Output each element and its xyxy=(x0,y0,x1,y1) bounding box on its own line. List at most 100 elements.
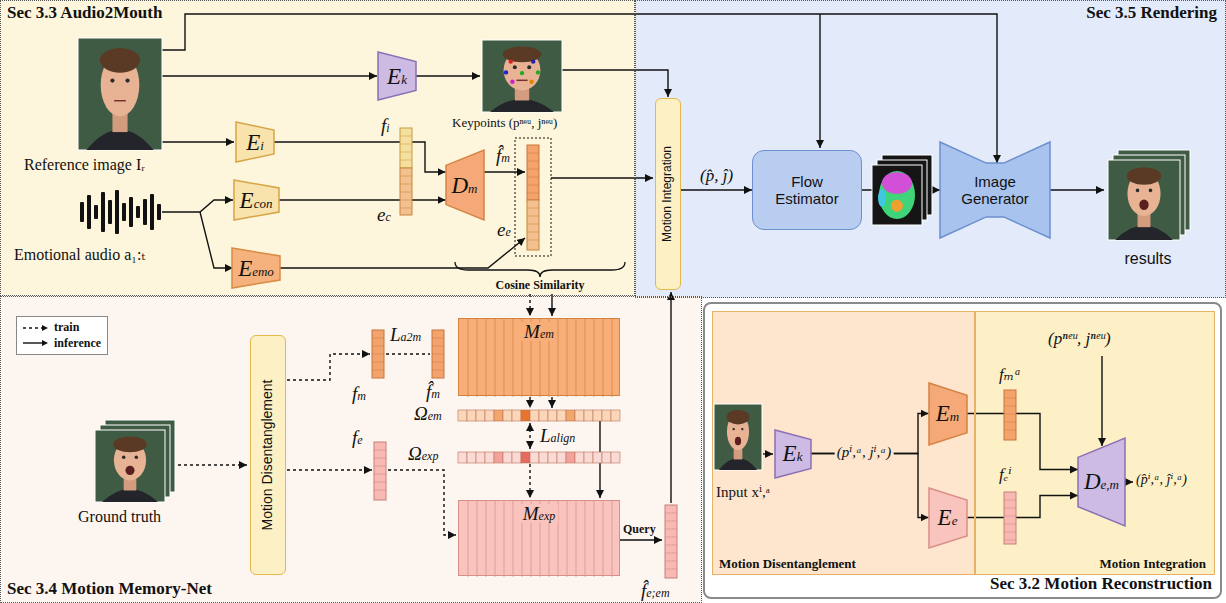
node-label: Ek xyxy=(783,442,803,465)
math-symbol-label: ec xyxy=(377,205,391,224)
text-label: Cosine Similarity xyxy=(496,279,585,292)
connector-arrow xyxy=(279,199,446,200)
subpanel: Motion Disentanglement Ek EmEe xyxy=(712,311,975,575)
node-label: Em xyxy=(936,402,959,425)
vector-cell xyxy=(665,513,677,514)
node-label: Dm xyxy=(451,174,477,197)
generator-hourglass: Image Generator xyxy=(940,142,1050,238)
vector-cell xyxy=(432,346,444,347)
shirt xyxy=(719,458,757,470)
face-photo xyxy=(482,40,562,112)
attention-cell xyxy=(548,410,557,421)
memory-matrix: Mem xyxy=(458,318,620,396)
attention-cell xyxy=(503,452,512,463)
node-label: Mexp xyxy=(520,504,558,523)
eye xyxy=(741,428,743,430)
vector-cell xyxy=(372,338,384,339)
attention-cell xyxy=(494,410,503,421)
flow-arrow xyxy=(529,423,530,449)
flow-background xyxy=(872,165,922,225)
subpanel: Motion IntegrationDe,m xyxy=(975,311,1215,575)
vector-cell xyxy=(432,362,444,363)
panel-title: Motion Disentanglement xyxy=(719,557,856,571)
math-symbol-label: fm xyxy=(352,384,366,403)
legend-line xyxy=(23,327,43,328)
attention-cell xyxy=(521,410,530,421)
vector-cell xyxy=(1004,516,1016,517)
photo-background xyxy=(95,430,165,502)
vector-cell xyxy=(527,208,539,209)
matrix-slot xyxy=(585,501,586,577)
attention-cell xyxy=(503,410,512,421)
shape-polygon xyxy=(234,180,279,220)
attention-cell xyxy=(584,410,593,421)
text-label: Keypoints (pⁿᵉᵘ, jⁿᵉᵘ) xyxy=(452,116,557,130)
encoder-block: Econ xyxy=(234,180,279,220)
connector-arrow xyxy=(967,414,1079,470)
attention-cell xyxy=(566,452,575,463)
encoder-block: Ek xyxy=(378,52,416,100)
panel-title: Sec 3.2 Motion Reconstruction xyxy=(990,575,1212,594)
attention-cell xyxy=(530,452,539,463)
text-label: fₘᵃ xyxy=(999,366,1021,385)
feature-vector xyxy=(372,330,384,378)
math-symbol-label: ee xyxy=(497,220,511,239)
matrix-slot xyxy=(486,501,487,577)
attention-cell xyxy=(476,452,485,463)
panel-title: Sec 3.4 Motion Memory-Net xyxy=(7,580,212,599)
matrix-slot xyxy=(594,319,595,397)
matrix-slot xyxy=(468,319,469,397)
eye xyxy=(513,65,517,69)
matrix-slot xyxy=(486,319,487,397)
vector-cell xyxy=(527,232,539,233)
keypoint-dot xyxy=(531,59,535,63)
vector-cell xyxy=(665,521,677,522)
photo-background xyxy=(482,40,562,112)
eye xyxy=(125,78,129,82)
hair xyxy=(503,46,541,62)
attention-cell xyxy=(611,410,620,421)
vector-cell xyxy=(527,185,539,186)
attention-cell xyxy=(539,410,548,421)
reconstruction-panel: Sec 3.2 Motion Reconstruction Motion Dise… xyxy=(703,302,1222,599)
vector-cell xyxy=(400,200,412,201)
attention-cell xyxy=(566,410,575,421)
attention-cell xyxy=(476,410,485,421)
vector-cell xyxy=(665,561,677,562)
vector-cell xyxy=(372,370,384,371)
vector-cell xyxy=(527,161,539,162)
feature-vector xyxy=(527,200,539,250)
vector-cell xyxy=(400,160,412,161)
flow-arrow xyxy=(529,397,530,408)
vector-cell xyxy=(372,362,384,363)
node-label: Mem xyxy=(521,322,557,341)
encoder-block: Ee xyxy=(929,488,967,548)
audio-waveform-bar xyxy=(94,205,98,219)
vector-cell xyxy=(400,208,412,209)
text-label: Ground truth xyxy=(78,508,161,526)
audio-waveform-bar xyxy=(108,200,112,224)
attention-cell xyxy=(557,410,566,421)
attention-cell xyxy=(485,410,494,421)
shirt xyxy=(1115,226,1173,240)
shape-polygon xyxy=(775,430,811,478)
attention-cell xyxy=(584,452,593,463)
mouth xyxy=(114,100,126,102)
matrix-slot xyxy=(477,501,478,577)
flow-arrow xyxy=(162,200,233,212)
connector-arrow xyxy=(681,189,752,190)
audio-waveform-bar xyxy=(143,199,147,225)
matrix-slot xyxy=(594,501,595,577)
legend-line-sample xyxy=(23,324,49,332)
attention-cell xyxy=(494,452,503,463)
vector-cell xyxy=(527,224,539,225)
text-label: results xyxy=(1124,250,1171,268)
attention-cell xyxy=(602,452,611,463)
flow-arrow xyxy=(670,292,671,503)
flow-arrow xyxy=(763,453,773,454)
vector-cell xyxy=(1004,508,1016,509)
flow-arrow xyxy=(416,75,480,76)
flow-arrow xyxy=(160,14,997,163)
vector-cell xyxy=(1004,532,1016,533)
